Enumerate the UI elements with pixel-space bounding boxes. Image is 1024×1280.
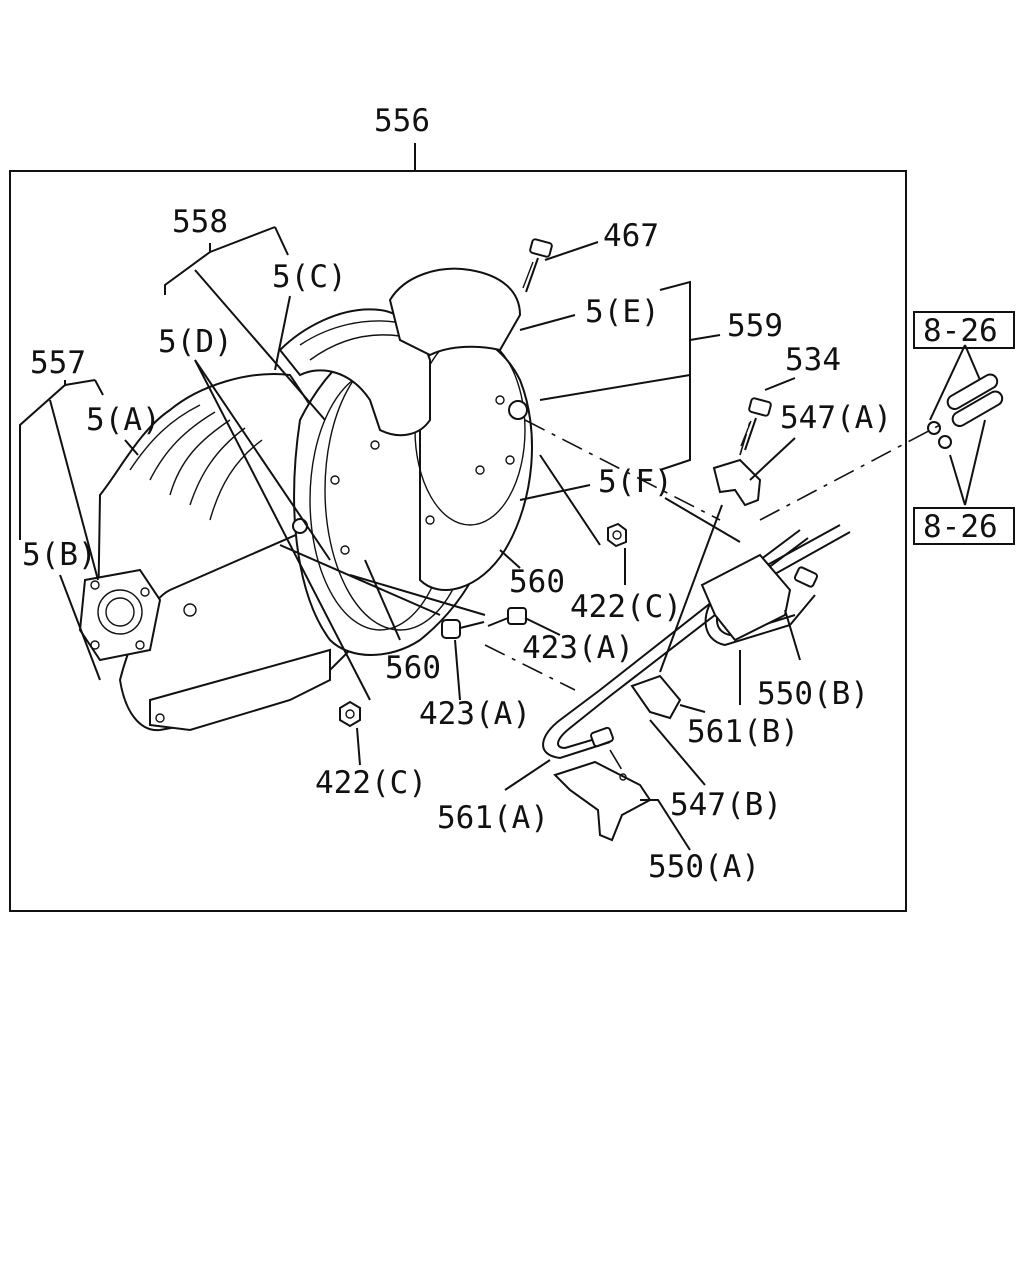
- label-561b: 561(B): [687, 714, 799, 750]
- label-5e: 5(E): [585, 294, 660, 330]
- label-556: 556: [374, 103, 430, 139]
- label-5f: 5(F): [598, 464, 673, 500]
- label-5c: 5(C): [272, 259, 347, 295]
- label-560-left: 560: [385, 650, 441, 686]
- label-547a: 547(A): [780, 400, 892, 436]
- label-422c-right: 422(C): [570, 589, 682, 625]
- nut-422c-right-icon: [607, 522, 627, 548]
- label-5b: 5(B): [22, 537, 97, 573]
- ref-box-8-26-top: [913, 311, 1015, 349]
- label-550a: 550(A): [648, 849, 760, 885]
- ref-box-8-26-bottom: [913, 507, 1015, 545]
- nut-422c-left-icon: [339, 700, 361, 728]
- label-467: 467: [603, 218, 659, 254]
- bracket-550a-icon: [553, 760, 652, 842]
- label-423a-right: 423(A): [522, 630, 634, 666]
- bolt-423a-right-icon: [487, 607, 527, 627]
- label-8-26-bottom: 8-26: [923, 509, 998, 545]
- connector-8-26-icon: [927, 373, 1004, 449]
- label-8-26-top: 8-26: [923, 313, 998, 349]
- label-561a: 561(A): [437, 800, 549, 836]
- centerlines: [484, 414, 941, 776]
- label-5d: 5(D): [158, 324, 233, 360]
- label-560-right: 560: [509, 564, 565, 600]
- label-558: 558: [172, 204, 228, 240]
- bracket-550b-icon: [700, 553, 792, 642]
- label-557: 557: [30, 345, 86, 381]
- assembly-frame: [9, 170, 907, 912]
- bolt-467-icon: [522, 238, 553, 293]
- label-559: 559: [727, 308, 783, 344]
- clamp-547a-icon: [712, 458, 762, 507]
- catalytic-converter-icon: [78, 267, 533, 732]
- label-5a: 5(A): [86, 402, 161, 438]
- label-534: 534: [785, 342, 841, 378]
- leader-lines: [19, 226, 986, 851]
- label-423a-left: 423(A): [419, 696, 531, 732]
- label-547b: 547(B): [670, 787, 782, 823]
- label-422c-left: 422(C): [315, 765, 427, 801]
- clamp-547b-icon: [630, 674, 682, 720]
- bolt-534-icon: [740, 397, 772, 451]
- label-550b: 550(B): [757, 676, 869, 712]
- exhaust-pipe-561-icon: [542, 524, 851, 760]
- bolt-423a-left-icon: [441, 619, 485, 639]
